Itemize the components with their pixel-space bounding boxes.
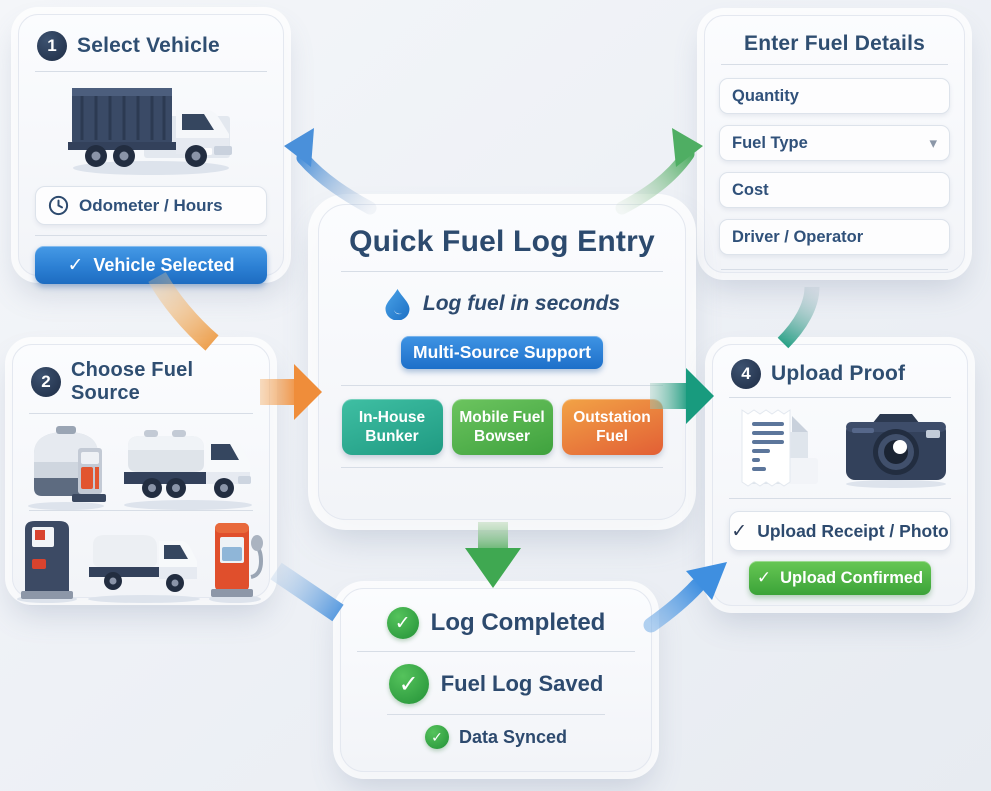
upload-confirmed-button[interactable]: ✓ Upload Confirmed xyxy=(749,561,931,595)
step-2-number: 2 xyxy=(41,372,51,391)
cost-label: Cost xyxy=(732,180,769,199)
bunker-and-tanker-illustration xyxy=(13,414,269,510)
step-4-number: 4 xyxy=(741,364,751,383)
upload-proof-header: 4 Upload Proof xyxy=(713,345,967,397)
check-icon: ✓ xyxy=(756,568,772,587)
divider xyxy=(341,271,663,272)
check-circle-icon: ✓ xyxy=(386,607,419,639)
arrow-center-to-log-completed xyxy=(465,522,521,588)
enter-fuel-details-title: Enter Fuel Details xyxy=(744,32,925,55)
upload-receipt-label: Upload Receipt / Photo xyxy=(757,520,949,541)
odometer-field[interactable]: Odometer / Hours xyxy=(35,186,267,225)
divider xyxy=(35,71,267,72)
vehicle-selected-button[interactable]: ✓ Vehicle Selected xyxy=(35,246,267,284)
truck-illustration xyxy=(19,72,283,176)
choose-fuel-source-title: Choose Fuel Source xyxy=(71,359,194,404)
check-icon: ✓ xyxy=(394,612,411,634)
outstation-fuel-chip[interactable]: Outstation Fuel xyxy=(561,399,663,455)
quick-fuel-log-panel: Quick Fuel Log Entry Log fuel in seconds… xyxy=(318,204,686,520)
connector-fuel-details-to-upload-proof xyxy=(777,286,820,349)
select-vehicle-panel: 1 Select Vehicle xyxy=(18,14,284,284)
check-circle-icon: ✓ xyxy=(388,664,429,704)
arrow-center-to-fuel-details xyxy=(615,128,703,215)
fuel-log-saved-label: Fuel Log Saved xyxy=(440,671,604,696)
divider xyxy=(35,235,267,236)
connector-fuel-source-to-log-completed xyxy=(270,562,344,622)
divider xyxy=(29,605,253,606)
check-icon: ✓ xyxy=(67,254,84,276)
choose-fuel-source-header: 2 Choose Fuel Source xyxy=(13,345,269,413)
fuel-pump-station-illustration xyxy=(17,521,77,603)
divider xyxy=(29,510,253,511)
arrow-center-to-select-vehicle xyxy=(284,128,377,215)
mobile-fuel-bowser-label: Mobile Fuel Bowser xyxy=(459,408,545,445)
driver-operator-field[interactable]: Driver / Operator xyxy=(719,219,950,255)
proof-illustration xyxy=(713,398,967,498)
divider xyxy=(721,269,948,270)
fuel-drop-icon xyxy=(384,288,411,320)
check-icon: ✓ xyxy=(431,728,443,745)
choose-fuel-source-panel: 2 Choose Fuel Source xyxy=(12,344,270,606)
divider xyxy=(721,64,948,65)
check-icon: ✓ xyxy=(398,670,419,698)
upload-proof-title: Upload Proof xyxy=(771,362,906,385)
driver-operator-label: Driver / Operator xyxy=(732,227,864,246)
quantity-field[interactable]: Quantity xyxy=(719,78,950,114)
receipt-illustration xyxy=(741,409,818,487)
select-vehicle-header: 1 Select Vehicle xyxy=(19,15,283,71)
enter-fuel-details-header: Enter Fuel Details xyxy=(705,16,964,64)
outstation-fuel-label: Outstation Fuel xyxy=(573,408,651,445)
pump-and-dispenser-illustration xyxy=(13,511,269,603)
camera-illustration xyxy=(846,414,946,488)
data-synced-label: Data Synced xyxy=(458,726,568,747)
connector-select-vehicle-to-fuel-source xyxy=(148,271,219,351)
divider xyxy=(357,651,635,652)
check-icon: ✓ xyxy=(731,520,748,542)
odometer-label: Odometer / Hours xyxy=(79,195,223,215)
tanker-truck-illustration xyxy=(124,430,252,510)
log-completed-row: ✓ Log Completed xyxy=(341,589,651,651)
step-1-number: 1 xyxy=(47,36,57,55)
enter-fuel-details-panel: Enter Fuel Details Quantity Fuel Type ▾ … xyxy=(704,15,965,273)
upload-proof-panel: 4 Upload Proof xyxy=(712,344,968,606)
divider xyxy=(387,714,605,715)
quick-fuel-log-title: Quick Fuel Log Entry xyxy=(349,225,655,258)
upload-confirmed-label: Upload Confirmed xyxy=(780,568,924,587)
tagline-row: Log fuel in seconds xyxy=(319,272,685,334)
step-1-badge: 1 xyxy=(37,31,67,61)
divider xyxy=(341,385,663,386)
multi-source-support-label: Multi-Source Support xyxy=(413,342,591,362)
divider xyxy=(729,397,951,398)
vehicle-selected-label: Vehicle Selected xyxy=(93,254,235,275)
log-completed-title: Log Completed xyxy=(430,609,606,636)
divider xyxy=(341,467,663,468)
divider xyxy=(729,498,951,499)
fuel-source-options: In-House Bunker Mobile Fuel Bowser Outst… xyxy=(319,386,685,467)
in-house-bunker-chip[interactable]: In-House Bunker xyxy=(341,399,443,455)
in-house-bunker-label: In-House Bunker xyxy=(358,408,426,445)
tagline-text: Log fuel in seconds xyxy=(422,292,621,315)
fuel-type-select[interactable]: Fuel Type ▾ xyxy=(719,125,950,161)
clock-icon xyxy=(48,195,69,216)
select-vehicle-title: Select Vehicle xyxy=(77,34,220,57)
fuel-type-label: Fuel Type xyxy=(732,133,808,152)
data-synced-row: ✓ Data Synced xyxy=(341,715,651,749)
chevron-down-icon: ▾ xyxy=(929,135,937,152)
upload-receipt-button[interactable]: ✓ Upload Receipt / Photo xyxy=(729,511,951,551)
step-2-badge: 2 xyxy=(31,367,61,397)
fuel-log-saved-row: ✓ Fuel Log Saved xyxy=(341,652,651,714)
step-4-badge: 4 xyxy=(731,359,761,389)
quantity-label: Quantity xyxy=(732,86,799,105)
check-circle-icon: ✓ xyxy=(424,725,449,749)
multi-source-support-button[interactable]: Multi-Source Support xyxy=(401,336,603,369)
mobile-fuel-bowser-chip[interactable]: Mobile Fuel Bowser xyxy=(451,399,553,455)
fuel-tank-illustration xyxy=(28,426,106,510)
log-completed-panel: ✓ Log Completed ✓ Fuel Log Saved ✓ Data … xyxy=(340,588,652,772)
fuel-dispenser-illustration xyxy=(209,523,264,603)
mini-tanker-illustration xyxy=(88,535,200,603)
cost-field[interactable]: Cost xyxy=(719,172,950,208)
divider xyxy=(29,413,253,414)
